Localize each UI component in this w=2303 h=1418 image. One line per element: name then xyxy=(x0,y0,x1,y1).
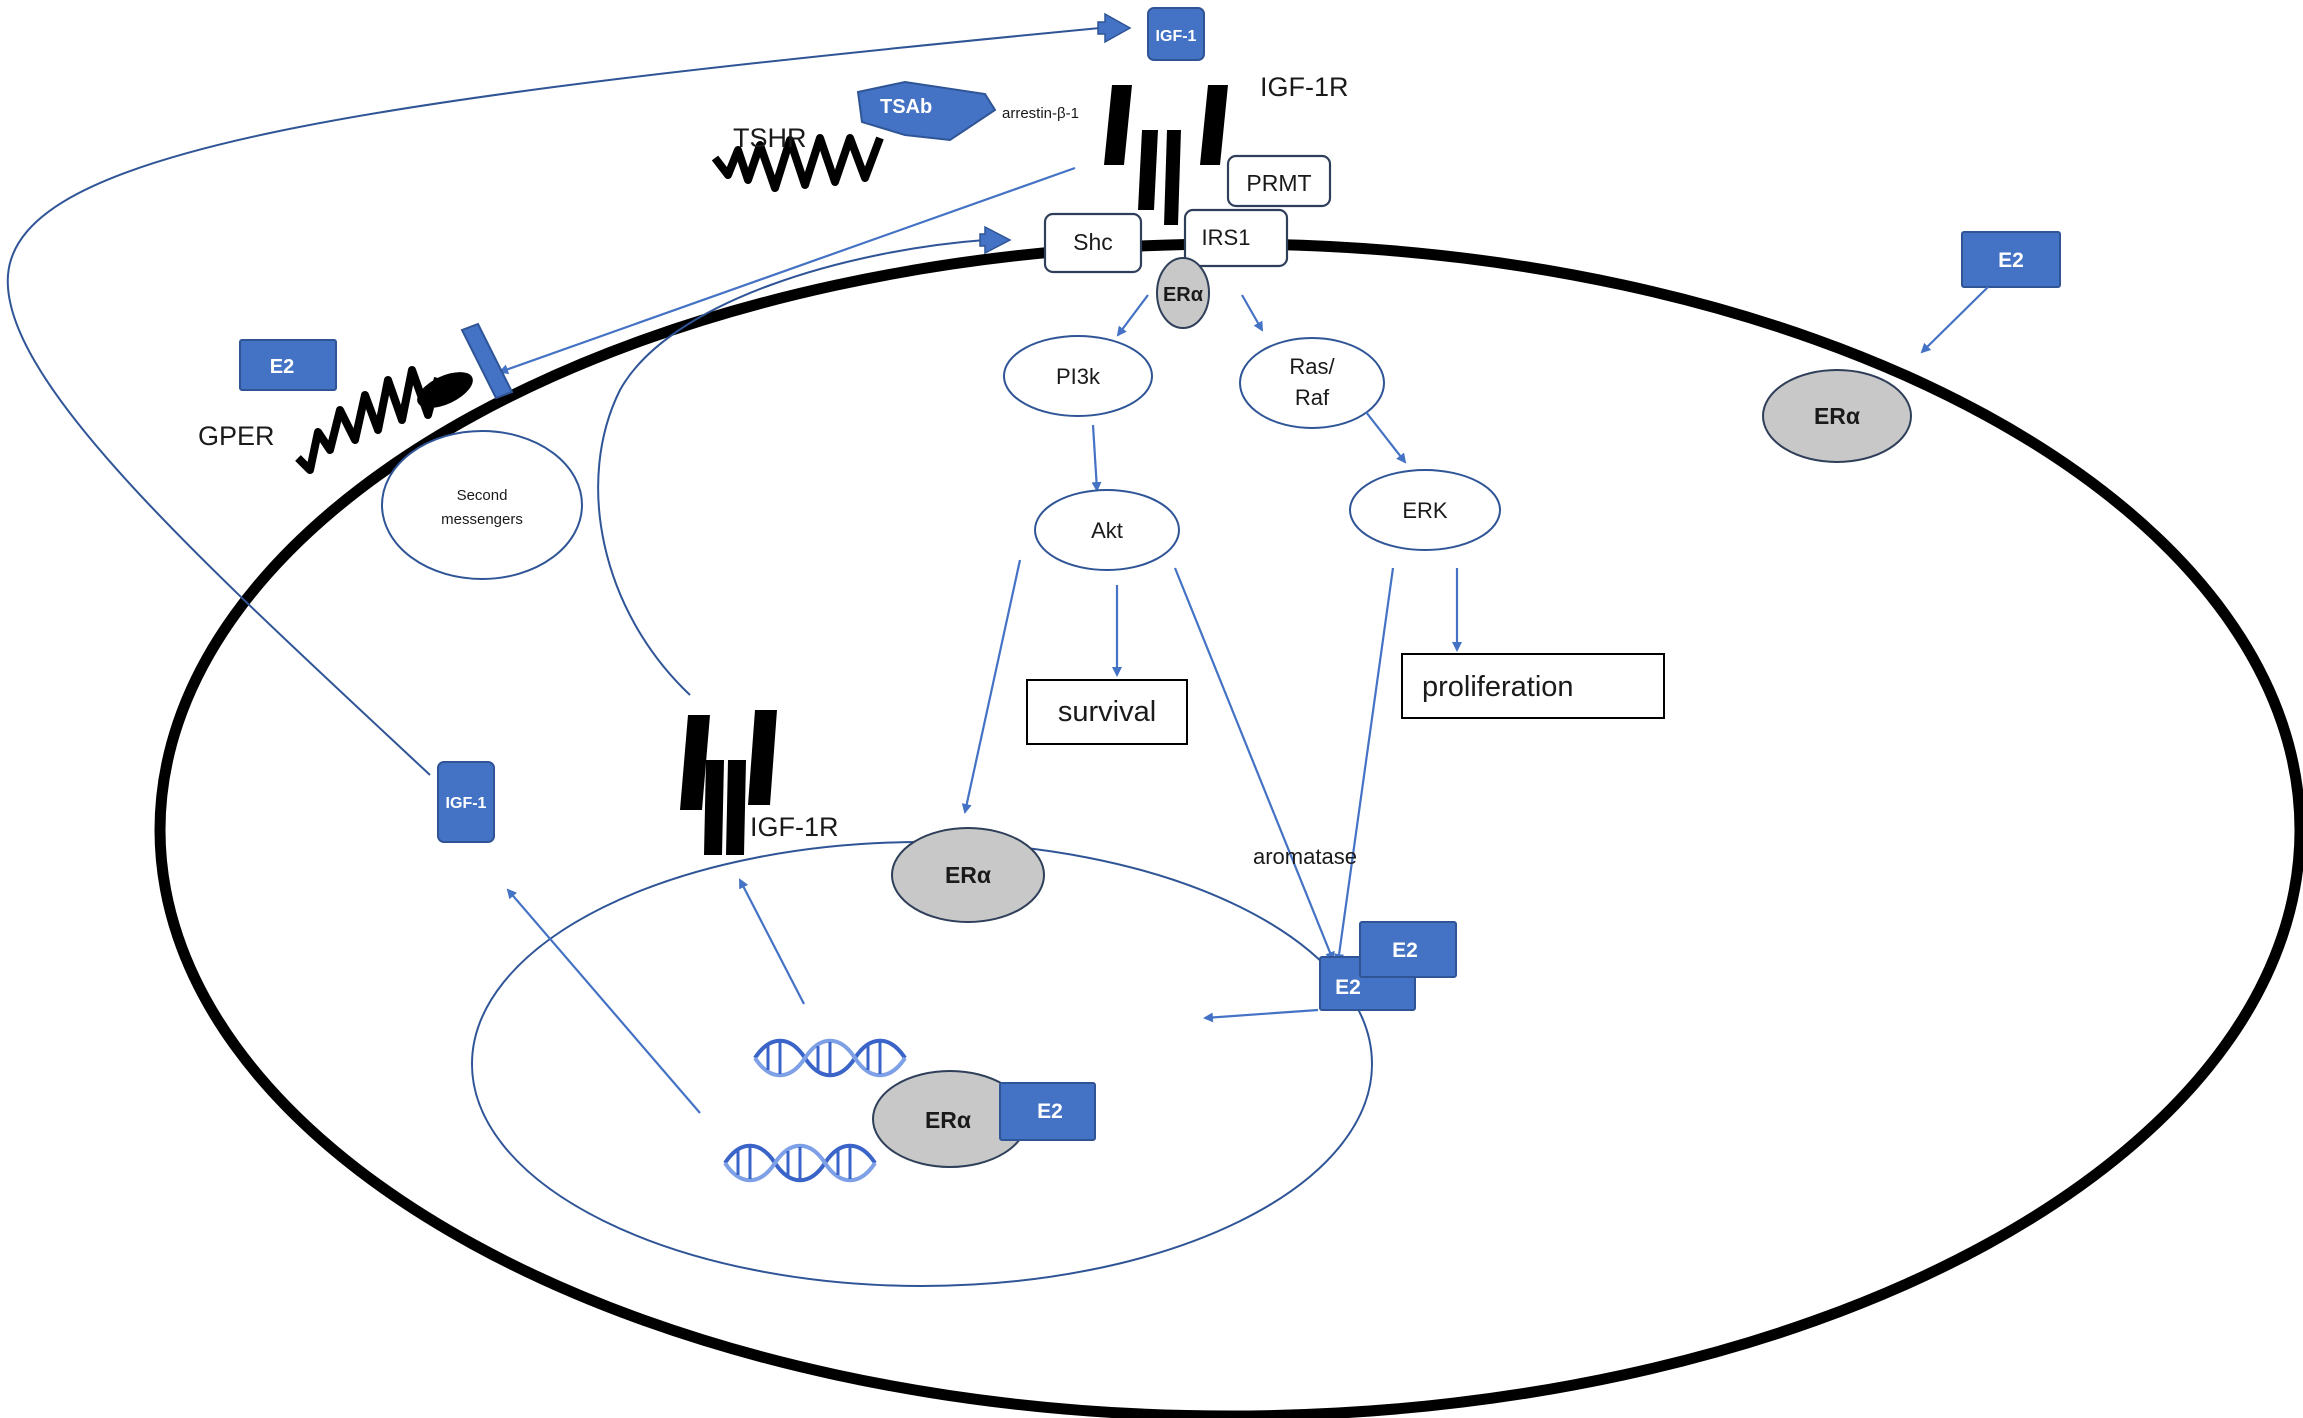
gper-blue-bar xyxy=(460,322,514,400)
igf1r-trafficking-curve xyxy=(597,239,986,696)
survival-label: survival xyxy=(1058,696,1156,728)
second-messengers-node xyxy=(381,430,583,580)
pi3k-to-akt-arrow xyxy=(1091,424,1102,492)
e2-right-label: E2 xyxy=(1998,249,2024,272)
pi3k-node xyxy=(1003,335,1153,417)
igf1r-membrane-receptor xyxy=(1104,85,1228,225)
erk-to-e2-arrow xyxy=(1334,567,1395,964)
irs1-label: IRS1 xyxy=(1202,225,1251,250)
dna-to-igf1-arrow xyxy=(506,888,701,1114)
prmt-label: PRMT xyxy=(1246,170,1311,196)
proliferation-label: proliferation xyxy=(1422,671,1574,703)
era-mid-label: ERα xyxy=(945,862,991,888)
irs1-box xyxy=(1183,208,1289,268)
e2-right-box xyxy=(1961,231,2061,288)
ras-to-erk-arrow xyxy=(1365,411,1407,464)
aromatase-label: aromatase xyxy=(1253,844,1357,869)
shc-box xyxy=(1043,212,1143,274)
akt-to-aromatase-arrow xyxy=(1173,567,1335,962)
igf1-top-box xyxy=(1147,7,1205,61)
erk-label: ERK xyxy=(1402,498,1448,523)
shc-label: Shc xyxy=(1073,229,1113,255)
dna-to-igf1r-arrow xyxy=(739,878,805,1005)
igf1-cyto-box xyxy=(437,761,495,843)
era-small-label: ERα xyxy=(1163,284,1204,306)
pi3k-label: PI3k xyxy=(1056,364,1101,389)
second-messengers-line1: Second xyxy=(457,487,508,504)
igf1-secretion-arrowhead xyxy=(1097,12,1132,44)
e2-front-label: E2 xyxy=(1392,939,1418,962)
tshr-label: TSHR xyxy=(733,123,807,153)
akt-label: Akt xyxy=(1091,518,1123,543)
era-mid xyxy=(891,827,1045,923)
gper-receptor-icon xyxy=(295,366,442,474)
igf1-secretion-curve xyxy=(6,27,1101,776)
igf1r-cyto-label: IGF-1R xyxy=(750,812,839,842)
gper-bound-oval xyxy=(417,372,473,408)
erα-to-pi3k-arrow xyxy=(1116,294,1149,337)
e2-to-nucleus-arrow xyxy=(1203,1008,1319,1023)
e2-gper-box xyxy=(239,339,337,391)
dna-helix-icon-2 xyxy=(723,1143,877,1183)
prmt-box xyxy=(1226,154,1332,208)
akt-node xyxy=(1034,489,1180,571)
era-right-label: ERα xyxy=(1814,403,1860,429)
igf1r-membrane-label: IGF-1R xyxy=(1260,72,1349,102)
igf1r-trafficking-arrowhead xyxy=(979,225,1012,255)
igf1-top-label: IGF-1 xyxy=(1156,28,1197,45)
igf1r-cyto-receptor xyxy=(680,710,777,855)
tsab-shape xyxy=(856,80,997,142)
ras-raf-label-line1: Ras/ xyxy=(1289,354,1335,379)
ras-raf-label-line2: Raf xyxy=(1295,385,1330,410)
e2-front-box xyxy=(1359,921,1457,978)
igf1-cyto-label: IGF-1 xyxy=(446,795,487,812)
era-nucleus-label: ERα xyxy=(925,1107,971,1133)
igf1r-to-gper-arrow xyxy=(498,166,1076,375)
second-messengers-line2: messengers xyxy=(441,511,523,528)
dna-helix-icon-1 xyxy=(753,1038,907,1078)
akt-to-era-arrow xyxy=(961,559,1022,814)
erk-node xyxy=(1349,469,1501,551)
e2-to-era-right-arrow xyxy=(1920,286,1989,354)
e2-gper-label: E2 xyxy=(270,356,294,378)
era-right xyxy=(1762,369,1912,463)
e2-nucleus-label: E2 xyxy=(1037,1100,1063,1123)
proliferation-box xyxy=(1401,653,1665,719)
e2-nucleus-box xyxy=(999,1082,1096,1141)
ras-raf-node xyxy=(1239,337,1385,429)
tsab-label: TSAb xyxy=(880,96,932,118)
gper-label: GPER xyxy=(198,421,275,451)
era-small xyxy=(1156,257,1210,329)
tshr-receptor-icon xyxy=(711,134,884,192)
survival-box xyxy=(1026,679,1188,745)
arrestin-label: arrestin-β-1 xyxy=(1002,105,1079,122)
e2-back-label: E2 xyxy=(1335,976,1361,999)
erα-to-ras-arrow xyxy=(1241,294,1263,332)
